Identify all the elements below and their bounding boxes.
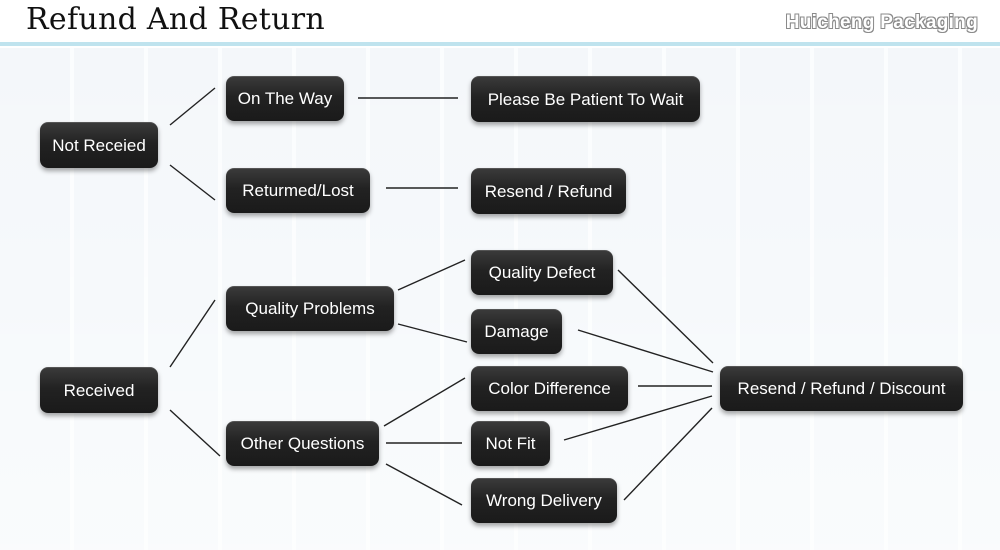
node-not-fit: Not Fit xyxy=(471,421,550,466)
connector-received-quality-problems xyxy=(169,299,216,368)
node-received: Received xyxy=(40,367,158,413)
node-resend-refund-discount: Resend / Refund / Discount xyxy=(720,366,963,411)
node-please-be-patient: Please Be Patient To Wait xyxy=(471,76,700,122)
page-title: Refund And Return xyxy=(26,2,326,37)
connector-quality-defect-final xyxy=(617,269,714,364)
node-resend-refund: Resend / Refund xyxy=(471,168,626,214)
node-on-the-way: On The Way xyxy=(226,76,344,121)
connector-received-other-questions xyxy=(169,409,221,457)
node-color-difference: Color Difference xyxy=(471,366,628,411)
connector-damage-final xyxy=(577,329,714,373)
connector-quality-problems-damage xyxy=(397,323,468,343)
connector-not-received-on-the-way xyxy=(169,87,216,126)
background-pattern xyxy=(0,48,1000,550)
node-not-received: Not Receied xyxy=(40,122,158,168)
brand-watermark: Huicheng Packaging xyxy=(785,12,978,33)
node-returned-lost: Returmed/Lost xyxy=(226,168,370,213)
node-other-questions: Other Questions xyxy=(226,421,379,466)
node-quality-problems: Quality Problems xyxy=(226,286,394,331)
node-wrong-delivery: Wrong Delivery xyxy=(471,478,617,523)
connector-quality-problems-quality-defect xyxy=(397,259,466,291)
node-quality-defect: Quality Defect xyxy=(471,250,613,295)
connector-wrong-delivery-final xyxy=(623,407,713,501)
connector-not-received-returned-lost xyxy=(169,164,216,201)
node-damage: Damage xyxy=(471,309,562,354)
connector-other-questions-wrong-delivery xyxy=(385,463,463,506)
header-divider xyxy=(0,42,1000,46)
connector-other-questions-color-difference xyxy=(383,377,466,427)
connector-not-fit-final xyxy=(563,395,713,441)
